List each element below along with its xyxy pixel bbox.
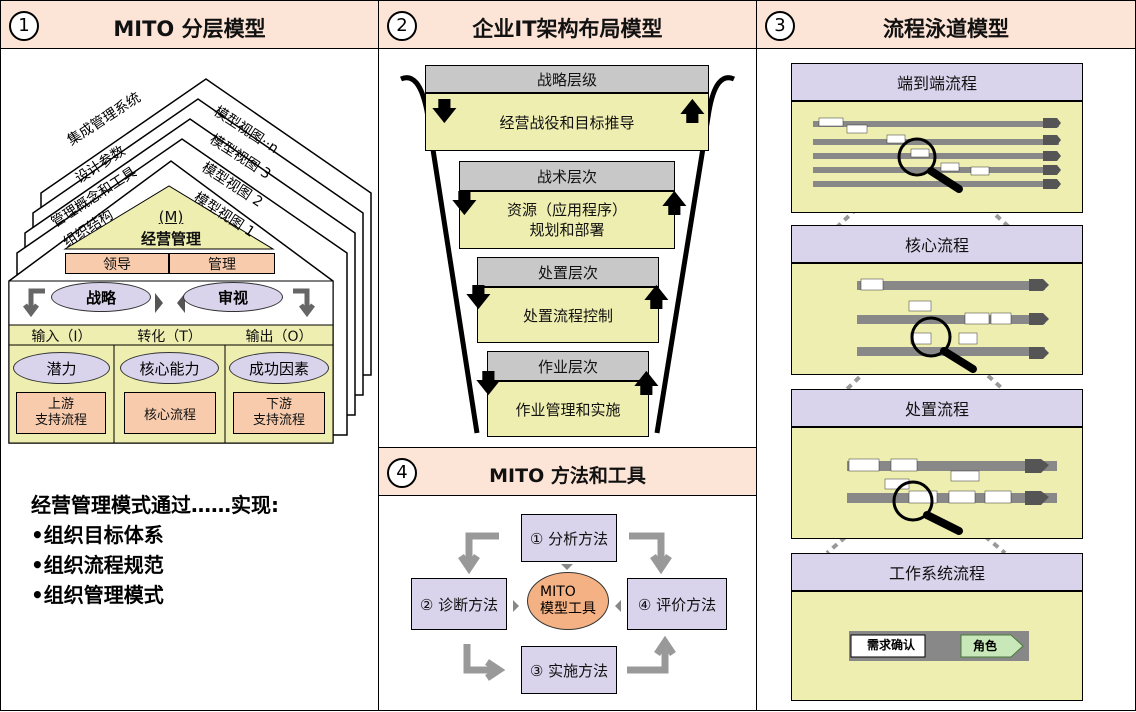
apex-m-label: (M) <box>158 208 184 226</box>
panel-header: 1 MITO 分层模型 <box>1 1 378 49</box>
diagnosis-method-box: ② 诊断方法 <box>411 578 507 630</box>
up-arrow-icon: 🡅 <box>661 189 688 219</box>
analysis-method-box: ① 分析方法 <box>521 514 617 562</box>
level-strategic-head: 战略层级 <box>425 65 709 93</box>
bullet-goal-system: •组织目标体系 <box>31 523 164 547</box>
level-tactical-head: 战术层次 <box>459 161 675 191</box>
swimlane-thumbnail <box>847 458 1057 535</box>
level-strategic-body: 经营战役和目标推导 <box>425 93 709 151</box>
panel-title: MITO 分层模型 <box>113 17 266 41</box>
panel-title: 企业IT架构布局模型 <box>472 17 663 41</box>
input-col-header: 输入（I） <box>31 328 92 345</box>
upstream-process-box: 上游 支持流程 <box>16 392 106 434</box>
panel-title: 流程泳道模型 <box>883 17 1009 41</box>
card-handling-title: 处置流程 <box>791 389 1083 427</box>
summary-text: 经营管理模式通过……实现: <box>31 493 279 517</box>
downstream-process-box: 下游 支持流程 <box>233 392 325 434</box>
up-arrow-icon: 🡅 <box>679 97 706 127</box>
card-work-system-title: 工作系统流程 <box>791 553 1083 591</box>
panel-number: 2 <box>387 11 417 41</box>
level-handling-body: 处置流程控制 <box>477 287 659 343</box>
zoom-role-label: 角色 <box>973 639 998 653</box>
panel-mito-layer-model: 1 MITO 分层模型 集成管理系统 设计参数 管理概念和工具 组织结构 模型视… <box>0 0 379 711</box>
swimlane-zoom <box>849 631 1029 661</box>
panel-header: 4 MITO 方法和工具 <box>379 448 756 496</box>
panel-it-architecture: 2 企业IT架构布局模型 战略层级 经营战役和目标推导 🡇 🡅 战术层次 资源（… <box>378 0 757 448</box>
panel-number: 3 <box>765 11 795 41</box>
evaluation-method-box: ④ 评价方法 <box>627 578 727 630</box>
cycle-arrows <box>458 532 676 681</box>
panel-swimlane-model: 3 流程泳道模型 端到端流程 核心流程 处置流程 <box>756 0 1136 711</box>
panel-header: 2 企业IT架构布局模型 <box>379 1 756 49</box>
bullet-process-norms: •组织流程规范 <box>31 553 164 577</box>
down-arrow-icon: 🡇 <box>431 97 458 127</box>
down-arrow-icon: 🡇 <box>451 189 478 219</box>
swimlane-thumbnail <box>813 117 1061 193</box>
audit-oval: 审视 <box>183 282 283 312</box>
swimlane-thumbnail <box>857 278 1049 373</box>
transform-col-header: 转化（T） <box>137 328 202 345</box>
potential-oval: 潜力 <box>13 352 110 384</box>
panel-number: 4 <box>387 458 417 488</box>
panel-header: 3 流程泳道模型 <box>757 1 1135 49</box>
core-process-box: 核心流程 <box>124 392 216 434</box>
card-end-to-end-title: 端到端流程 <box>791 63 1083 101</box>
level-operation-head: 作业层次 <box>487 351 649 381</box>
card-core-title: 核心流程 <box>791 225 1083 263</box>
bullet-management-mode: •组织管理模式 <box>31 583 164 607</box>
panel-mito-methods: 4 MITO 方法和工具 ① 分析方法 ② 诊断方法 ④ 评价方法 ③ 实施方法… <box>378 447 757 711</box>
manage-box: 管理 <box>169 253 275 274</box>
level-tactical-body: 资源（应用程序） 规划和部署 <box>459 191 675 249</box>
level-handling-head: 处置层次 <box>477 257 659 287</box>
core-ability-oval: 核心能力 <box>120 352 219 384</box>
up-arrow-icon: 🡅 <box>643 283 670 313</box>
apex-management-label: 经营管理 <box>140 229 201 248</box>
panel-number: 1 <box>9 11 39 41</box>
up-arrow-icon: 🡅 <box>633 369 660 399</box>
down-arrow-icon: 🡇 <box>475 369 502 399</box>
lead-box: 领导 <box>65 253 169 274</box>
level-operation-body: 作业管理和实施 <box>487 381 649 437</box>
down-arrow-icon: 🡇 <box>465 283 492 313</box>
success-factor-oval: 成功因素 <box>229 352 329 384</box>
strategy-oval: 战略 <box>51 282 151 312</box>
panel-title: MITO 方法和工具 <box>489 465 646 487</box>
zoom-task-label: 需求确认 <box>867 638 916 652</box>
output-col-header: 输出（O） <box>245 328 313 345</box>
implementation-method-box: ③ 实施方法 <box>521 646 617 694</box>
mito-tool-center: MITO 模型工具 <box>527 572 609 630</box>
